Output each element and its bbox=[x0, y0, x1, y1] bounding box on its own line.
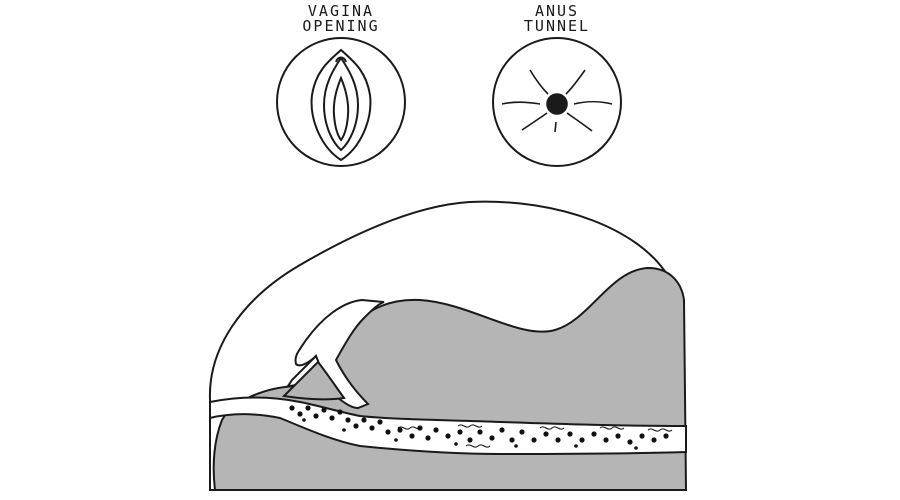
anus-fold bbox=[521, 112, 548, 131]
vagina-label-line1: VAGINA bbox=[307, 2, 375, 20]
channel-island bbox=[281, 360, 346, 401]
anus-fold bbox=[501, 101, 541, 105]
anus-fold bbox=[529, 69, 549, 95]
anus-label-line2: TUNNEL bbox=[523, 17, 591, 35]
vagina-label-line2: OPENING bbox=[302, 17, 380, 35]
anus-fold bbox=[565, 69, 586, 95]
vagina-outer-lip bbox=[310, 48, 372, 162]
anus-tunnel bbox=[209, 396, 687, 456]
anus-tunnel-icon bbox=[492, 37, 622, 167]
anus-tunnel-label: ANUS TUNNEL bbox=[487, 4, 627, 34]
tunnel-texture bbox=[289, 405, 669, 450]
anus-fold bbox=[554, 121, 557, 133]
anus-circle bbox=[492, 37, 622, 167]
tunnel-ridges bbox=[397, 424, 673, 448]
cross-section-body bbox=[208, 200, 688, 491]
anus-fold bbox=[566, 112, 593, 132]
vagina-opening-label: VAGINA OPENING bbox=[271, 4, 411, 34]
anus-fold bbox=[573, 100, 613, 105]
anus-opening bbox=[546, 93, 568, 115]
vagina-opening-icon bbox=[276, 37, 406, 167]
vagina-circle bbox=[276, 37, 406, 167]
anus-label-line1: ANUS bbox=[534, 2, 580, 20]
vagina-hood bbox=[335, 56, 347, 63]
vagina-canal bbox=[332, 75, 350, 142]
vagina-inner-lip bbox=[322, 56, 360, 152]
